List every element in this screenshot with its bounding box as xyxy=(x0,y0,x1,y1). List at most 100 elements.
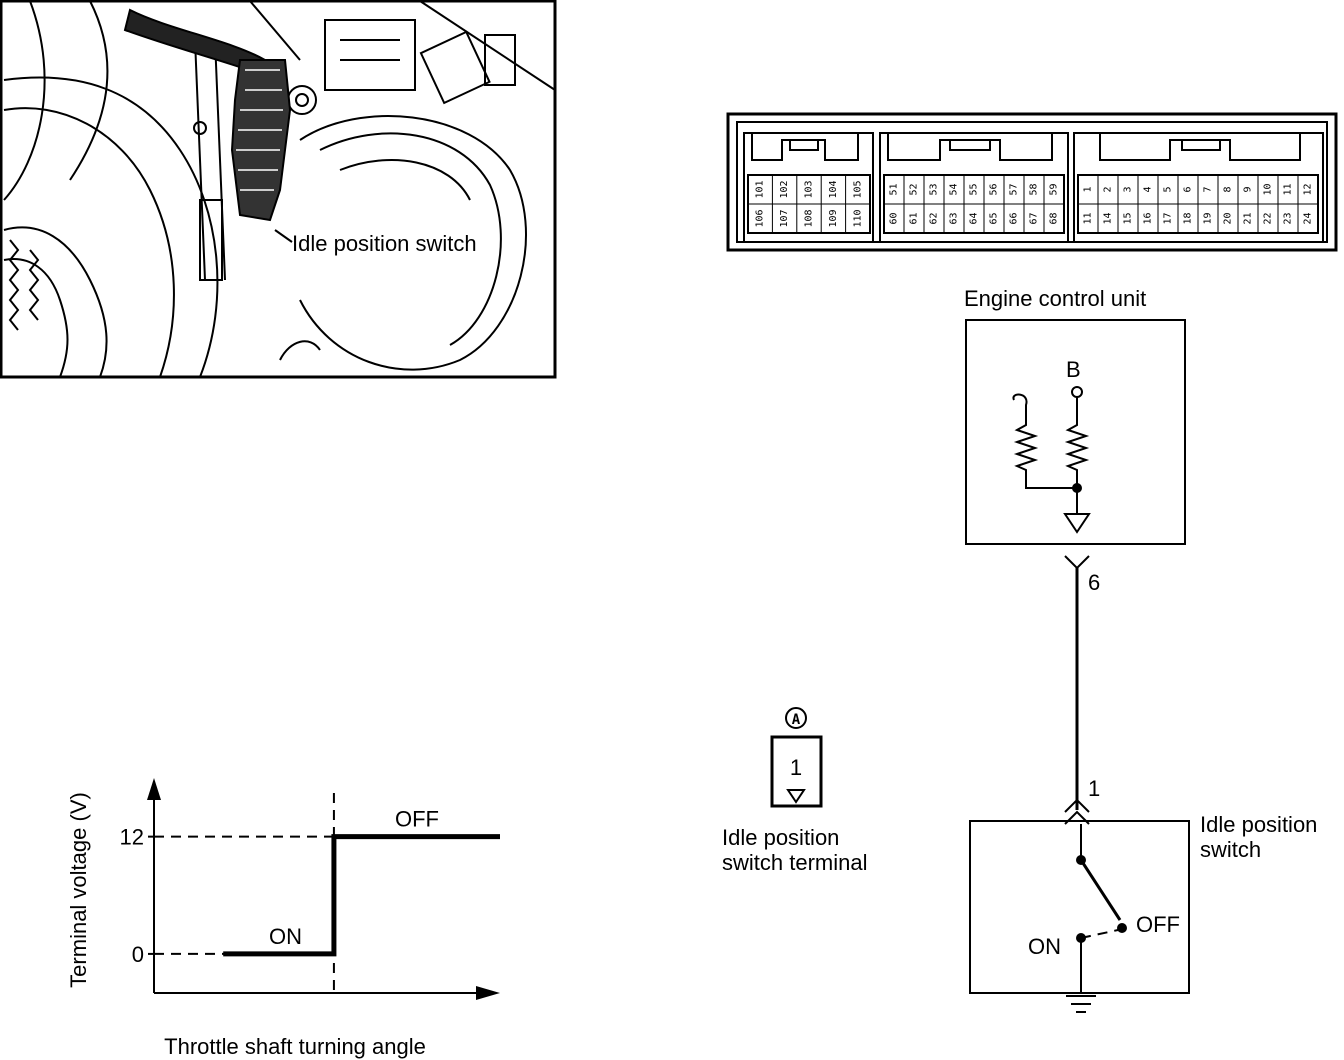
pin-number: 14 xyxy=(1103,212,1114,224)
switch-terminal-number: 1 xyxy=(1088,776,1100,801)
pin-number: 106 xyxy=(755,209,766,227)
idle-switch-body xyxy=(230,59,292,222)
ecu-circuit: Engine control unit B 6 xyxy=(964,286,1186,810)
pin-number: 105 xyxy=(852,180,863,198)
terminal-view: A 1 Idle position switch terminal xyxy=(722,707,867,875)
x-axis-arrow xyxy=(476,986,500,1000)
switch-box xyxy=(969,820,1190,994)
pin-number: 60 xyxy=(889,212,900,224)
pin-number: 67 xyxy=(1029,212,1040,224)
y-tick-label: 0 xyxy=(132,942,144,967)
switch-blade xyxy=(1079,859,1122,921)
illustration-frame xyxy=(0,0,557,379)
pin-number: 20 xyxy=(1223,212,1234,224)
pin-number: 108 xyxy=(804,209,815,227)
supply-label: B xyxy=(1066,357,1081,382)
callout-leader xyxy=(274,229,293,243)
bracket xyxy=(199,199,223,281)
pin-block-1 xyxy=(743,132,874,243)
pin-block-3 xyxy=(1073,132,1324,243)
pin-number: 6 xyxy=(1183,186,1194,192)
pin-number: 2 xyxy=(1103,186,1114,192)
off-contact xyxy=(1117,923,1127,933)
badge-circle xyxy=(785,707,807,729)
resistor-pullup xyxy=(1064,397,1090,488)
pin-number: 55 xyxy=(969,183,980,195)
terminal-lock-triangle xyxy=(786,789,806,804)
pin-number: 104 xyxy=(828,180,839,198)
throttle-body xyxy=(299,115,527,371)
pin-block-1-key xyxy=(751,133,859,161)
nut xyxy=(295,93,309,107)
pin-number: 19 xyxy=(1203,212,1214,224)
pin-number: 1 xyxy=(1083,186,1094,192)
pin-number: 62 xyxy=(929,212,940,224)
pin-number: 11 xyxy=(1283,183,1294,195)
hose-line xyxy=(279,340,321,361)
pin-number: 4 xyxy=(1143,186,1154,192)
pin-number: 10 xyxy=(1263,183,1274,195)
pin-number: 52 xyxy=(909,183,920,195)
nut xyxy=(287,85,317,115)
y-tick-label: 12 xyxy=(120,825,144,850)
pin-number: 58 xyxy=(1029,183,1040,195)
pin-number: 22 xyxy=(1263,212,1274,224)
engine-illustration: Idle position switch xyxy=(0,0,557,379)
pin-number: 107 xyxy=(779,209,790,227)
ecu-terminal-number: 6 xyxy=(1088,570,1100,595)
hose-line xyxy=(3,226,108,378)
pin-number: 12 xyxy=(1303,183,1314,195)
sensor-block xyxy=(484,34,516,86)
pin-number: 9 xyxy=(1243,186,1254,192)
pin-number: 17 xyxy=(1163,212,1174,224)
terminal-label-line1: Idle position xyxy=(722,825,839,850)
hose-line xyxy=(249,0,301,61)
ecu-box xyxy=(965,319,1186,545)
pin-number: 21 xyxy=(1243,212,1254,224)
coiled-wire xyxy=(8,239,20,331)
sensor-block xyxy=(419,30,491,105)
pin-number: 61 xyxy=(909,212,920,224)
pin-number: 64 xyxy=(969,212,980,224)
pin-number: 23 xyxy=(1283,212,1294,224)
hose-line xyxy=(3,107,175,378)
pin-block-2 xyxy=(879,132,1069,243)
pin-number: 24 xyxy=(1303,212,1314,224)
voltage-series-line xyxy=(223,834,500,957)
ground-symbol xyxy=(1066,995,1096,1013)
switch-title-line1: Idle position xyxy=(1200,812,1317,837)
pin-number: 7 xyxy=(1203,186,1214,192)
pin-number: 101 xyxy=(755,180,766,198)
pin-number: 109 xyxy=(828,209,839,227)
pin-number: 53 xyxy=(929,183,940,195)
pin-block-2-key xyxy=(887,133,1053,161)
air-valve xyxy=(324,19,416,91)
state-annotation: ON xyxy=(269,924,302,949)
pin-number: 59 xyxy=(1049,183,1060,195)
switch-circuit: 1 Idle position switch OFF ON xyxy=(969,776,1317,1013)
pin-number: 63 xyxy=(949,212,960,224)
pin-number: 68 xyxy=(1049,212,1060,224)
pin-block-2-key xyxy=(949,140,991,151)
pin-number: 110 xyxy=(852,209,863,227)
pin-block-1-key xyxy=(789,140,819,151)
pin-number: 57 xyxy=(1009,183,1020,195)
pin-number: 11 xyxy=(1083,212,1094,224)
pin-number: 65 xyxy=(989,212,1000,224)
terminal-housing xyxy=(770,735,823,808)
pin-number: 16 xyxy=(1143,212,1154,224)
air-valve xyxy=(340,39,400,61)
on-off-dashed xyxy=(1080,929,1119,939)
pin-number: 3 xyxy=(1123,186,1134,192)
terminal-label-line2: switch terminal xyxy=(722,850,867,875)
resistor-sense xyxy=(1012,393,1077,489)
pin-number: 18 xyxy=(1183,212,1194,224)
hose-line xyxy=(69,0,109,181)
terminal-badge: A xyxy=(792,712,801,728)
pin-number: 5 xyxy=(1163,186,1174,192)
